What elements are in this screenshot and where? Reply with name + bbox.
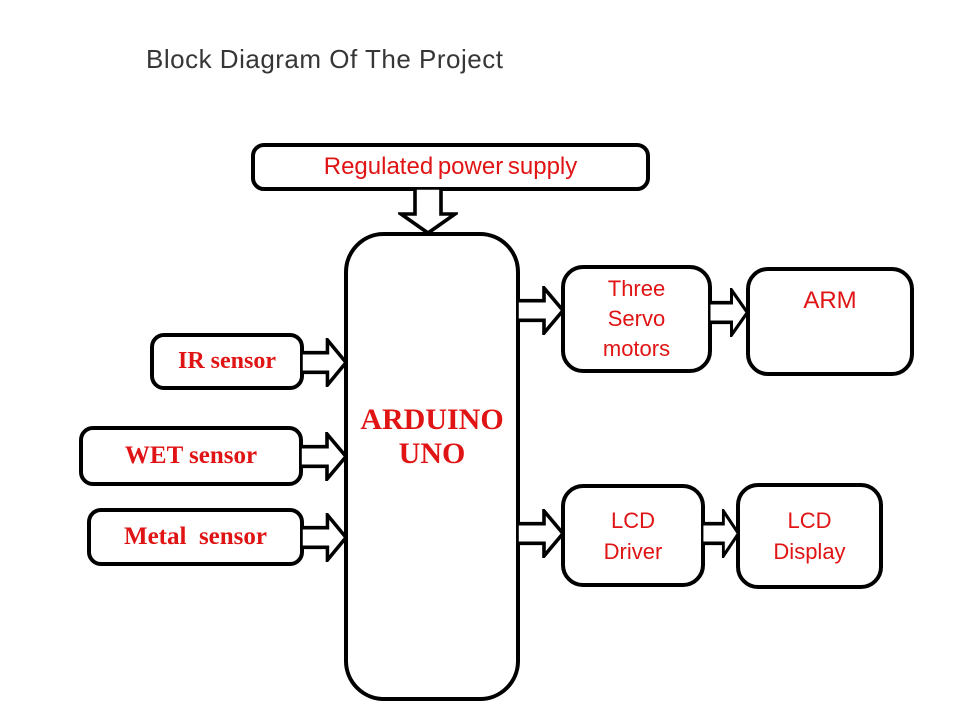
block-label: Three — [607, 276, 666, 301]
block-label: Regulated power supply — [323, 153, 578, 180]
block-label: LCD — [610, 507, 655, 533]
arrow-ir-to-arduino-icon — [301, 338, 348, 387]
arrow-metal-to-arduino-icon — [301, 513, 348, 562]
block-metal-sensor: Metal sensor — [87, 508, 304, 566]
block-wet-sensor: WET sensor — [79, 426, 303, 486]
block-label: Metal sensor — [123, 523, 268, 550]
arrow-wet-to-arduino-icon — [300, 432, 348, 481]
block-ir-sensor: IR sensor — [150, 333, 304, 390]
block-label: Driver — [603, 538, 663, 564]
block-arduino-uno: ARDUINO UNO — [344, 232, 520, 701]
block-label: UNO — [398, 437, 466, 470]
arrow-lcd-driver-to-display-icon — [702, 509, 740, 558]
block-label: LCD — [787, 508, 832, 533]
block-label: WET sensor — [124, 442, 258, 469]
arrow-arduino-to-lcd-driver-icon — [517, 509, 565, 558]
arrow-power-to-arduino-icon — [398, 188, 458, 236]
block-lcd-display: LCD Display — [736, 483, 883, 589]
block-label: motors — [602, 336, 671, 361]
block-label: IR sensor — [177, 348, 276, 374]
block-three-servo-motors: Three Servo motors — [561, 265, 712, 373]
arrow-servo-to-arm-icon — [709, 288, 749, 337]
block-regulated-power-supply: Regulated power supply — [251, 143, 650, 191]
block-lcd-driver: LCD Driver — [561, 484, 705, 587]
block-label: ARM — [803, 287, 857, 314]
diagram-title: Block Diagram Of The Project — [146, 44, 504, 74]
block-label: Display — [773, 539, 846, 564]
arrow-arduino-to-servo-icon — [517, 286, 565, 335]
block-arm: ARM — [746, 267, 914, 376]
block-label: Servo — [607, 306, 666, 331]
block-label: ARDUINO — [360, 403, 504, 436]
